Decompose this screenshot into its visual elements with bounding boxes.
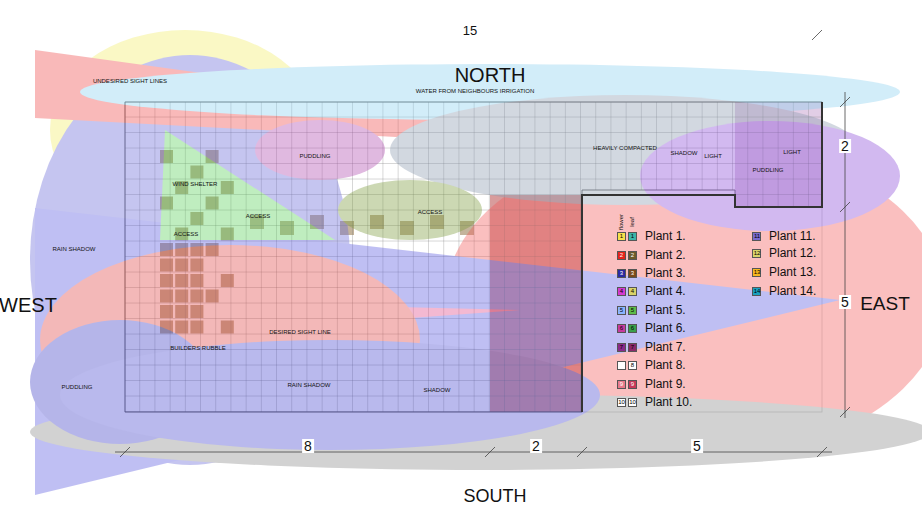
legend-key: 2	[631, 252, 634, 258]
dimension-label: NORTH	[455, 65, 526, 85]
legend-key: 14	[754, 288, 761, 294]
legend-key: 3	[631, 270, 634, 276]
legend-text: Plant 12.	[769, 247, 816, 259]
legend-text: Plant 2.	[645, 249, 686, 261]
legend-key: 10	[618, 399, 625, 405]
legend-key: 9	[631, 381, 634, 387]
site-note: HEAVILY COMPACTED	[593, 145, 657, 151]
legend-key: 5	[631, 307, 634, 313]
legend-key: 4	[631, 288, 634, 294]
legend-key: 12	[754, 250, 761, 256]
legend-text: Plant 11.	[769, 230, 815, 242]
site-note: LIGHT	[704, 153, 722, 159]
dimension-label: 8	[302, 439, 314, 453]
legend-text: Plant 6.	[645, 322, 686, 334]
site-note: PUDDLING	[752, 167, 783, 173]
dimension-label: 2	[530, 439, 542, 453]
site-note: RAIN SHADOW	[52, 246, 95, 252]
site-note: UNDESIRED SIGHT LINES	[93, 78, 167, 84]
site-note: ACCESS	[246, 213, 271, 219]
site-note: DESIRED SIGHT LINE	[269, 329, 331, 335]
legend-text: Plant 10.	[645, 396, 692, 408]
site-note: ACCESS	[174, 231, 199, 237]
legend-text: Plant 9.	[645, 378, 686, 390]
legend-key: 8	[631, 362, 634, 368]
site-note: SHADOW	[671, 150, 698, 156]
legend-key: 2	[620, 252, 623, 258]
dimension-label: 2	[839, 139, 851, 153]
legend-text: Plant 13.	[769, 266, 816, 278]
site-note: ACCESS	[418, 209, 443, 215]
legend-key: 10	[629, 399, 636, 405]
legend-key: 6	[631, 325, 634, 331]
legend-text: Plant 8.	[645, 359, 686, 371]
legend-key: 13	[754, 269, 761, 275]
legend-key: 3	[620, 270, 623, 276]
site-note: RAIN SHADOW	[287, 382, 330, 388]
dimension-label: SOUTH	[464, 487, 527, 505]
legend-text: Plant 7.	[645, 341, 686, 353]
legend-text: Plant 4.	[645, 285, 686, 297]
legend-key: leaf	[629, 217, 635, 227]
dimension-label: 5	[691, 439, 703, 453]
legend-key: 1	[620, 233, 623, 239]
site-note: WATER FROM NEIGHBOURS IRRIGATION	[416, 88, 535, 94]
legend-key: 7	[631, 344, 634, 350]
legend-text: Plant 3.	[645, 267, 686, 279]
legend-text: Plant 5.	[645, 304, 686, 316]
site-note: SHADOW	[424, 387, 451, 393]
legend-key: flower	[618, 214, 624, 230]
legend-key: 5	[620, 307, 623, 313]
dimension-label: EAST	[860, 294, 910, 313]
site-note: PUDDLING	[61, 384, 92, 390]
site-note: BUILDERS RUBBLE	[170, 345, 226, 351]
legend-text: Plant 14.	[769, 285, 816, 297]
legend-key: 1	[631, 233, 634, 239]
dimension-label: WEST	[0, 295, 57, 315]
site-note: PUDDLING	[299, 153, 330, 159]
legend-key: 11	[754, 233, 760, 239]
legend-key: 8	[620, 362, 623, 368]
site-note: LIGHT	[783, 149, 801, 155]
legend-text: Plant 1.	[645, 230, 686, 242]
legend-key: 4	[620, 288, 623, 294]
dimension-label: 5	[839, 295, 851, 309]
legend-key: 7	[620, 344, 623, 350]
dimension-label: 15	[463, 24, 477, 37]
site-note: WIND SHELTER	[173, 181, 218, 187]
legend-key: 9	[620, 381, 623, 387]
legend-key: 6	[620, 325, 623, 331]
